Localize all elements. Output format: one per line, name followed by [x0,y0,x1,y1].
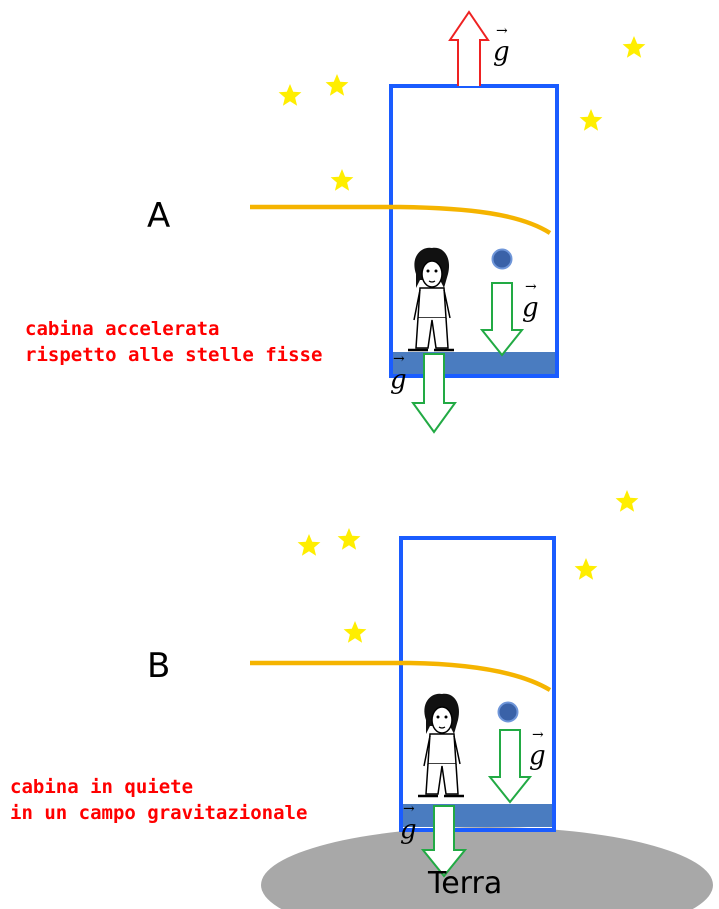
star-icon [343,621,367,643]
acceleration-arrow-icon [448,10,490,86]
star-icon [325,74,349,96]
scene-a-caption: cabina accelerata rispetto alle stelle f… [25,316,322,368]
cabin-floor-a [393,352,555,374]
scene-a [250,10,646,434]
scene-b [250,490,713,909]
star-icon [337,528,361,550]
star-icon [615,490,639,512]
star-icon [330,169,354,191]
light-beam-a [250,204,552,235]
scene-a-caption-line1: cabina accelerata [25,318,220,340]
light-beam-b [250,660,552,692]
cabin-b [399,536,556,832]
vector-arrow-icon: → [403,801,415,817]
ball-b [497,701,519,723]
star-icon [297,534,321,556]
earth-label: Terra [428,866,503,901]
vector-symbol: g [522,293,539,323]
star-icon [579,109,603,131]
star-icon [622,36,646,58]
vector-g-label: →g [493,23,510,67]
vector-g-label: →g [390,351,407,395]
vector-g-label: →g [529,727,546,771]
vector-arrow-icon: → [496,23,508,39]
vector-arrow-icon: → [393,351,405,367]
scene-b-caption-line1: cabina in quiete [10,776,194,798]
person-icon [416,692,466,798]
star-icon [574,558,598,580]
person-icon [406,246,456,352]
gravity-arrow-icon [411,353,457,434]
star-icon [278,84,302,106]
vector-symbol: g [529,741,546,771]
vector-symbol: g [390,365,407,395]
stars-b [297,490,639,643]
vector-arrow-icon: → [525,279,537,295]
vector-symbol: g [400,815,417,845]
cabin-floor-b [403,804,552,827]
scene-a-label: A [147,196,171,236]
cabin-a [389,84,559,378]
scene-b-label: B [147,646,171,686]
ball-a [491,248,513,270]
vector-g-label: →g [522,279,539,323]
earth-surface [261,827,713,909]
vector-arrow-icon: → [532,727,544,743]
scene-b-caption: cabina in quiete in un campo gravitazion… [10,774,307,826]
scene-b-caption-line2: in un campo gravitazionale [10,802,308,824]
gravity-arrow-icon [479,282,525,357]
gravity-arrow-icon [420,805,468,878]
scene-a-caption-line2: rispetto alle stelle fisse [25,344,323,366]
vector-g-label: →g [400,801,417,845]
gravity-arrow-icon [487,729,533,804]
vector-symbol: g [493,37,510,67]
